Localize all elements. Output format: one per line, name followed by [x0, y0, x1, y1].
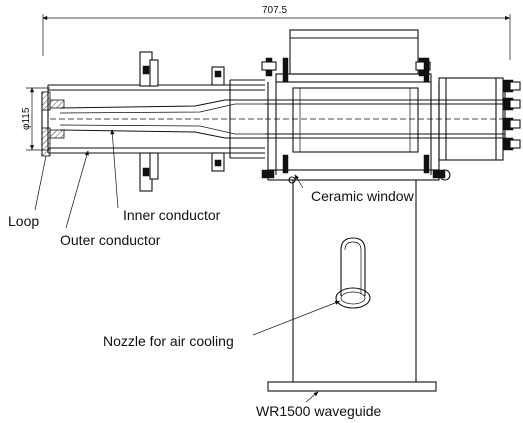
waveguide-body	[267, 180, 437, 392]
loop-leader	[34, 155, 47, 211]
window-housing	[261, 29, 505, 184]
dimension-overall-text: 707.5	[262, 5, 287, 16]
label-inner-conductor: Inner conductor	[123, 207, 221, 223]
nozzle-leader	[252, 300, 341, 336]
dimension-overall: 707.5	[42, 5, 511, 60]
label-loop: Loop	[8, 213, 39, 229]
label-ceramic-window: Ceramic window	[311, 188, 415, 204]
ceramic-window-leader	[294, 174, 304, 189]
label-outer-conductor: Outer conductor	[60, 232, 161, 248]
right-connectors	[438, 77, 521, 161]
dimension-diameter-text: φ115	[21, 107, 32, 130]
label-waveguide: WR1500 waveguide	[256, 403, 382, 419]
coaxial-line	[41, 51, 265, 192]
outer-conductor-leader	[65, 150, 89, 229]
loop-block	[41, 127, 51, 157]
label-nozzle: Nozzle for air cooling	[103, 333, 234, 349]
dimension-diameter: φ115	[21, 87, 50, 151]
leader-lines	[34, 129, 341, 403]
inner-conductor-leader	[110, 129, 119, 209]
waveguide-leader	[305, 391, 319, 403]
